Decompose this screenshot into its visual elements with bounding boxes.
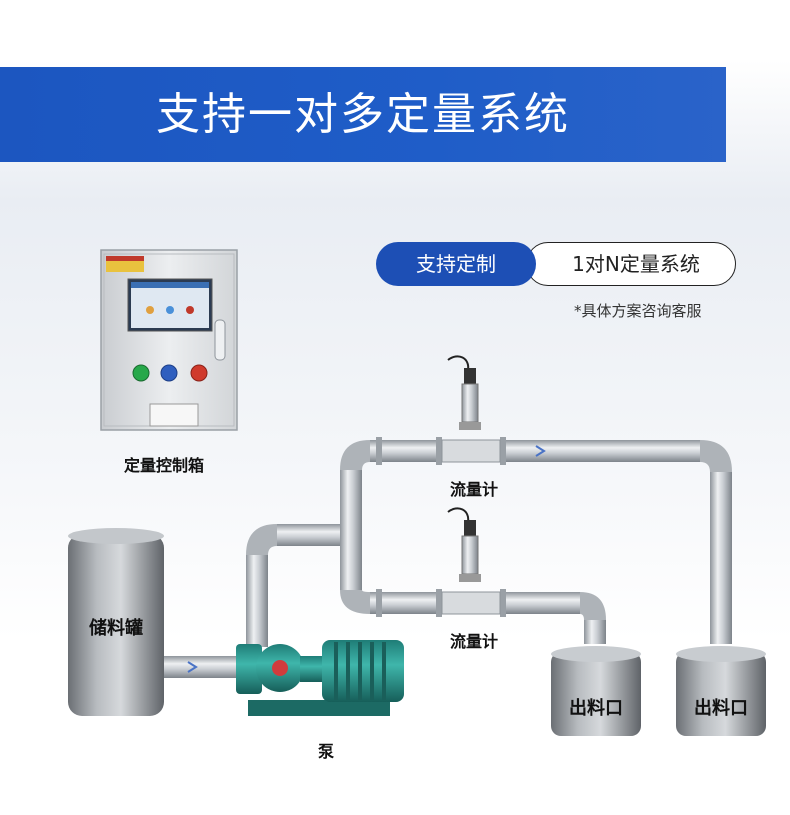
flowmeter-top-label: 流量计 xyxy=(450,480,499,499)
pipe-network xyxy=(164,437,732,678)
storage-tank xyxy=(68,528,164,716)
tag-primary-bg xyxy=(376,242,536,286)
outlet-tank-2 xyxy=(676,646,766,736)
flowmeter-bottom-icon xyxy=(447,507,481,582)
title-banner xyxy=(0,67,726,162)
tag-secondary: 1对N定量系统 xyxy=(572,252,700,276)
flow-arrow-icon xyxy=(187,661,198,673)
flowmeter-bottom-label: 流量计 xyxy=(450,632,499,651)
flow-arrow-icon xyxy=(535,445,546,457)
pump-label: 泵 xyxy=(318,742,335,761)
control-box-label: 定量控制箱 xyxy=(124,456,205,475)
tag-primary: 支持定制 xyxy=(416,252,496,276)
note-text: *具体方案咨询客服 xyxy=(574,302,702,320)
pump-icon xyxy=(236,640,404,716)
banner-title: 支持一对多定量系统 xyxy=(156,89,570,140)
outlet-tank-1 xyxy=(551,646,641,736)
storage-tank-label: 储料罐 xyxy=(89,618,143,639)
control-box xyxy=(100,249,238,431)
tag-group: 1对N定量系统 支持定制 xyxy=(376,242,736,286)
outlet-2-label: 出料口 xyxy=(694,698,748,719)
outlet-1-label: 出料口 xyxy=(569,698,623,719)
flowmeter-top-icon xyxy=(447,355,481,430)
